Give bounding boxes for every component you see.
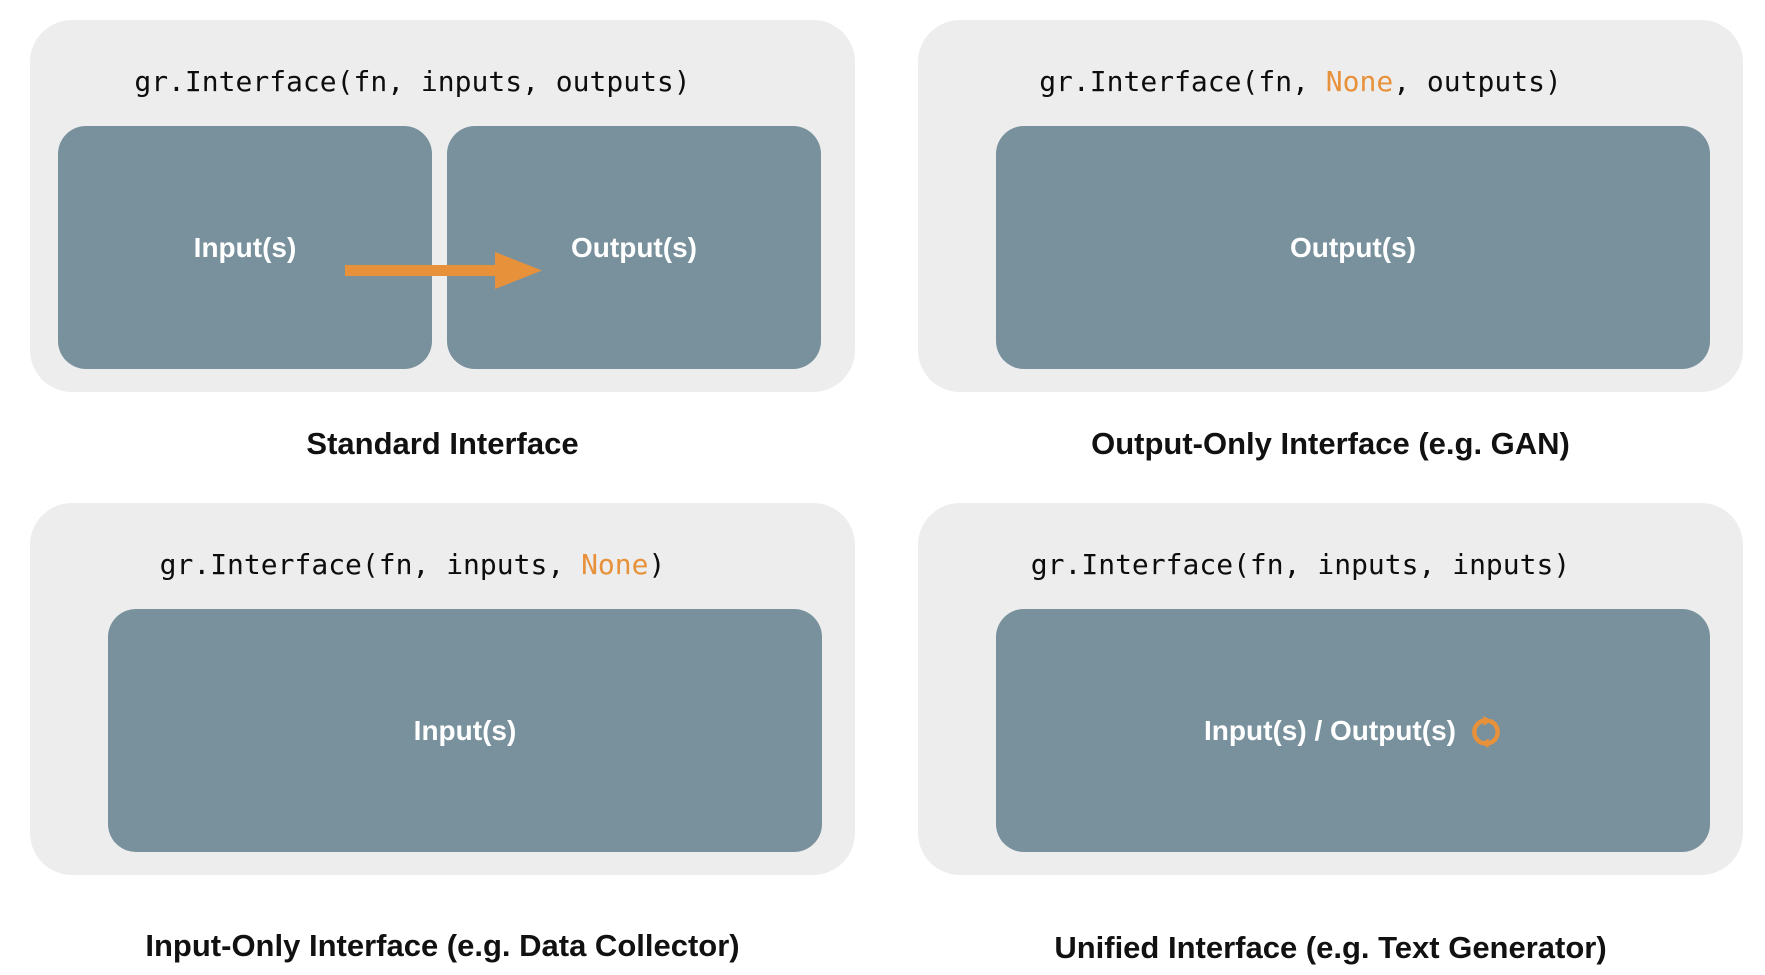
box-row: Output(s) (918, 126, 1743, 369)
panel-standard-interface: gr.Interface(fn, inputs, outputs) Input(… (30, 20, 855, 392)
output-box: Output(s) (996, 126, 1710, 369)
caption-output-only-interface: Output-Only Interface (e.g. GAN) (1091, 426, 1570, 461)
code-segment: gr.Interface(fn, inputs, (159, 547, 582, 581)
code-segment: gr.Interface(fn, inputs, inputs) (1030, 547, 1571, 581)
code-segment: ) (648, 547, 666, 581)
box-label: Output(s) (1290, 231, 1416, 263)
code-segment: , outputs) (1393, 64, 1562, 98)
code-highlight-none: None (581, 547, 649, 581)
caption-unified-interface: Unified Interface (e.g. Text Generator) (1054, 930, 1607, 965)
right-arrow-icon (345, 252, 542, 289)
input-box: Input(s) (108, 609, 822, 852)
output-box: Output(s) (447, 126, 821, 369)
code-line-input-only: gr.Interface(fn, inputs, None) (30, 503, 855, 617)
code-line-unified: gr.Interface(fn, inputs, inputs) (918, 503, 1743, 617)
code-line-standard: gr.Interface(fn, inputs, outputs) (30, 20, 855, 134)
caption-standard-interface: Standard Interface (306, 426, 579, 461)
input-box: Input(s) (58, 126, 432, 369)
panel-output-only-interface: gr.Interface(fn, None, outputs) Output(s… (918, 20, 1743, 392)
cycle-refresh-icon (1472, 715, 1500, 748)
panel-unified-interface: gr.Interface(fn, inputs, inputs) Input(s… (918, 503, 1743, 875)
panel-input-only-interface: gr.Interface(fn, inputs, None) Input(s) (30, 503, 855, 875)
box-label: Output(s) (571, 231, 697, 263)
box-row: Input(s) Output(s) (30, 126, 855, 369)
input-output-box: Input(s) / Output(s) (996, 609, 1710, 852)
code-highlight-none: None (1325, 64, 1394, 98)
box-row: Input(s) (30, 609, 855, 852)
caption-input-only-interface: Input-Only Interface (e.g. Data Collecto… (145, 928, 740, 963)
code-segment: gr.Interface(fn, inputs, outputs) (134, 64, 691, 98)
box-label: Input(s) / Output(s) (1204, 714, 1456, 746)
box-label: Input(s) (413, 714, 517, 746)
box-row: Input(s) / Output(s) (918, 609, 1743, 852)
code-segment: gr.Interface(fn, (1039, 64, 1326, 98)
box-label: Input(s) (193, 231, 297, 263)
code-line-output-only: gr.Interface(fn, None, outputs) (918, 20, 1743, 134)
